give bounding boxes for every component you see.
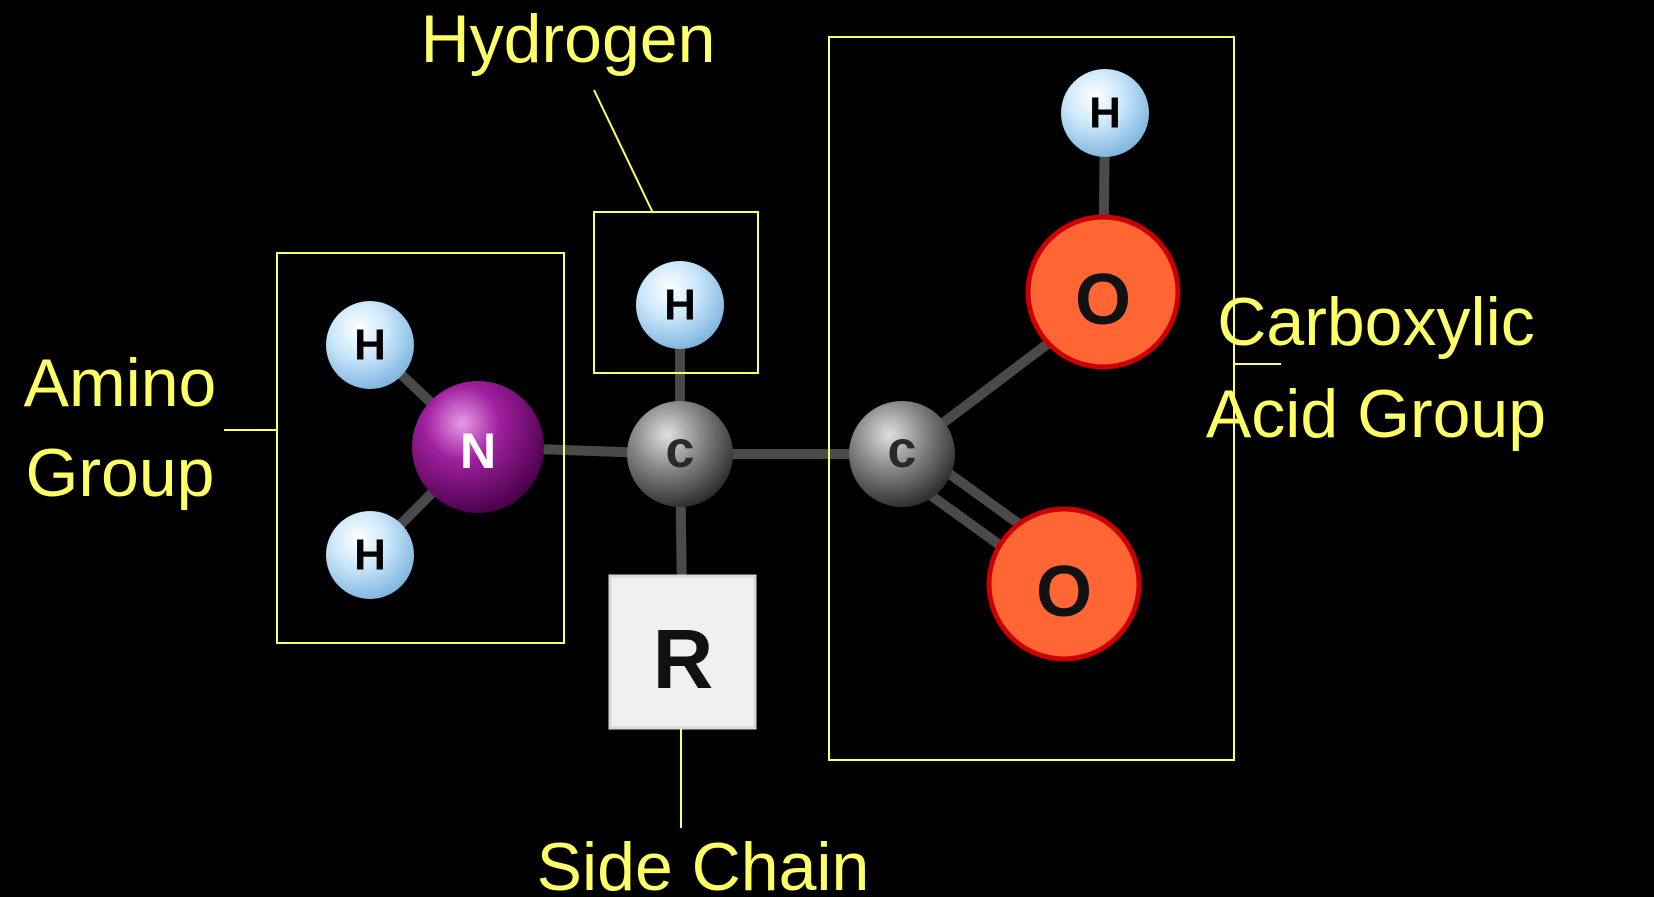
nitrogen-sphere [412,381,544,513]
atom-h-amino-bottom: H [326,511,414,599]
bonds [365,108,1110,605]
carboxyl-group-label-line1: Carboxylic [1217,284,1534,360]
amino-group-frame [276,252,565,644]
oxygen-sphere [1025,214,1181,370]
atom-label: O [1075,260,1131,340]
atom-label: c [666,421,695,479]
amino-group-label-line2: Group [26,435,215,511]
hydrogen-label: Hydrogen [421,1,716,77]
hydrogen-sphere [326,511,414,599]
atom-label: H [1089,89,1121,138]
atom-h-hydroxyl: H [1061,69,1149,157]
atom-carbon-carboxyl: c [849,401,955,507]
atom-nitrogen: N [412,381,544,513]
hydrogen-sphere [636,261,724,349]
carboxyl-group-label-line2: Acid Group [1206,376,1546,452]
hydrogen-sphere [326,301,414,389]
atom-carbon-alpha: c [627,401,733,507]
atom-h-alpha: H [636,261,724,349]
side-chain-box [608,574,757,730]
side-chain-r-box: R [608,574,757,730]
side-chain-r-label: R [653,612,714,706]
oxygen-sphere [986,506,1142,662]
atom-label: O [1036,552,1092,632]
atom-label: H [354,321,386,370]
atom-label: c [888,421,917,479]
hydrogen-sphere [1061,69,1149,157]
atom-label: H [354,531,386,580]
carboxyl-group-frame [828,36,1235,761]
amino-group-label-line1: Amino [24,345,217,421]
carbon-sphere [627,401,733,507]
hydrogen-frame [593,211,759,374]
atom-oxygen-carbonyl: O [986,506,1142,662]
carbon-sphere [849,401,955,507]
atom-label: N [460,423,496,479]
side-chain-label: Side Chain [537,829,870,897]
hydrogen-leader-line [593,89,654,214]
atom-h-amino-top: H [326,301,414,389]
atom-label: H [664,281,696,330]
atom-oxygen-hydroxyl: O [1025,214,1181,370]
